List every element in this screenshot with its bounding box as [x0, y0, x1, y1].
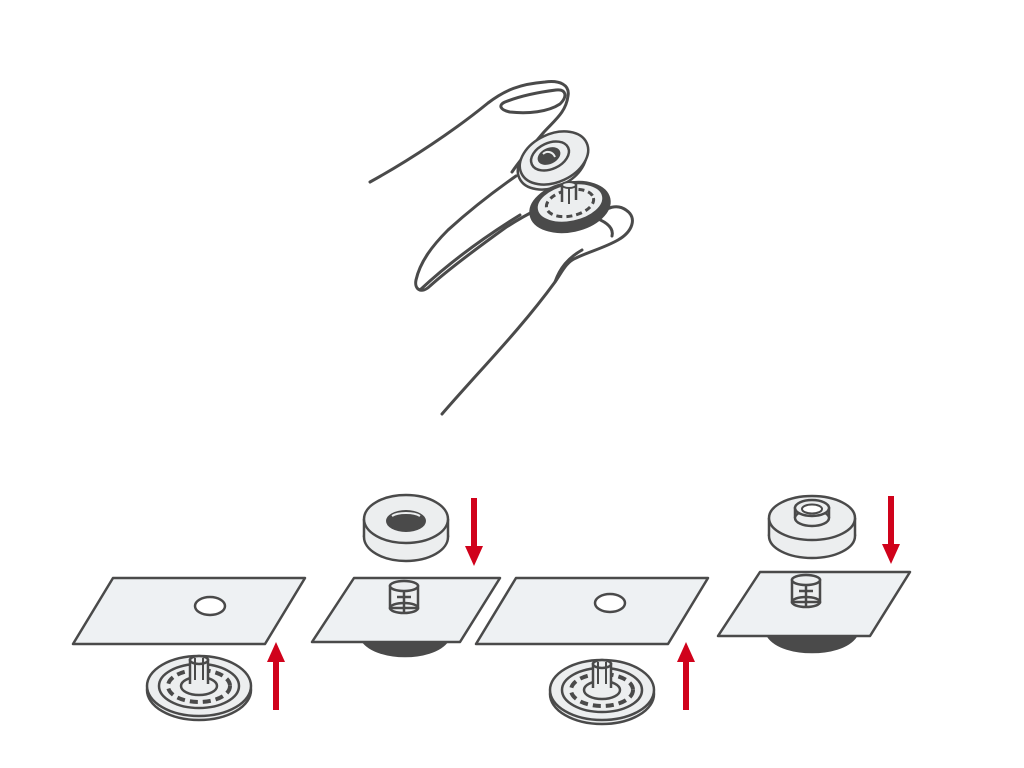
snap-socket-cap-icon — [362, 493, 450, 563]
arrow-down-icon — [465, 498, 483, 566]
arrow-up-icon — [677, 642, 695, 710]
pinched-snap-base — [529, 180, 611, 234]
step-4 — [716, 494, 912, 654]
fabric-sheet-icon — [71, 576, 307, 646]
hand-pinching-snap-icon — [368, 80, 634, 416]
fabric-sheet-icon — [474, 576, 710, 646]
pinched-snap-cap — [516, 130, 590, 191]
snap-post-cap-icon — [767, 494, 857, 560]
fabric-sheet-with-stud-icon — [716, 570, 912, 654]
snap-stud-base-icon — [548, 658, 656, 726]
arrow-down-icon — [882, 496, 900, 564]
arrow-up-icon — [267, 642, 285, 710]
fabric-sheet-with-stud-icon — [310, 576, 502, 658]
step-2 — [310, 493, 502, 658]
snap-stud-base-icon — [145, 654, 253, 722]
step-3 — [474, 576, 710, 726]
step-1 — [71, 576, 307, 722]
